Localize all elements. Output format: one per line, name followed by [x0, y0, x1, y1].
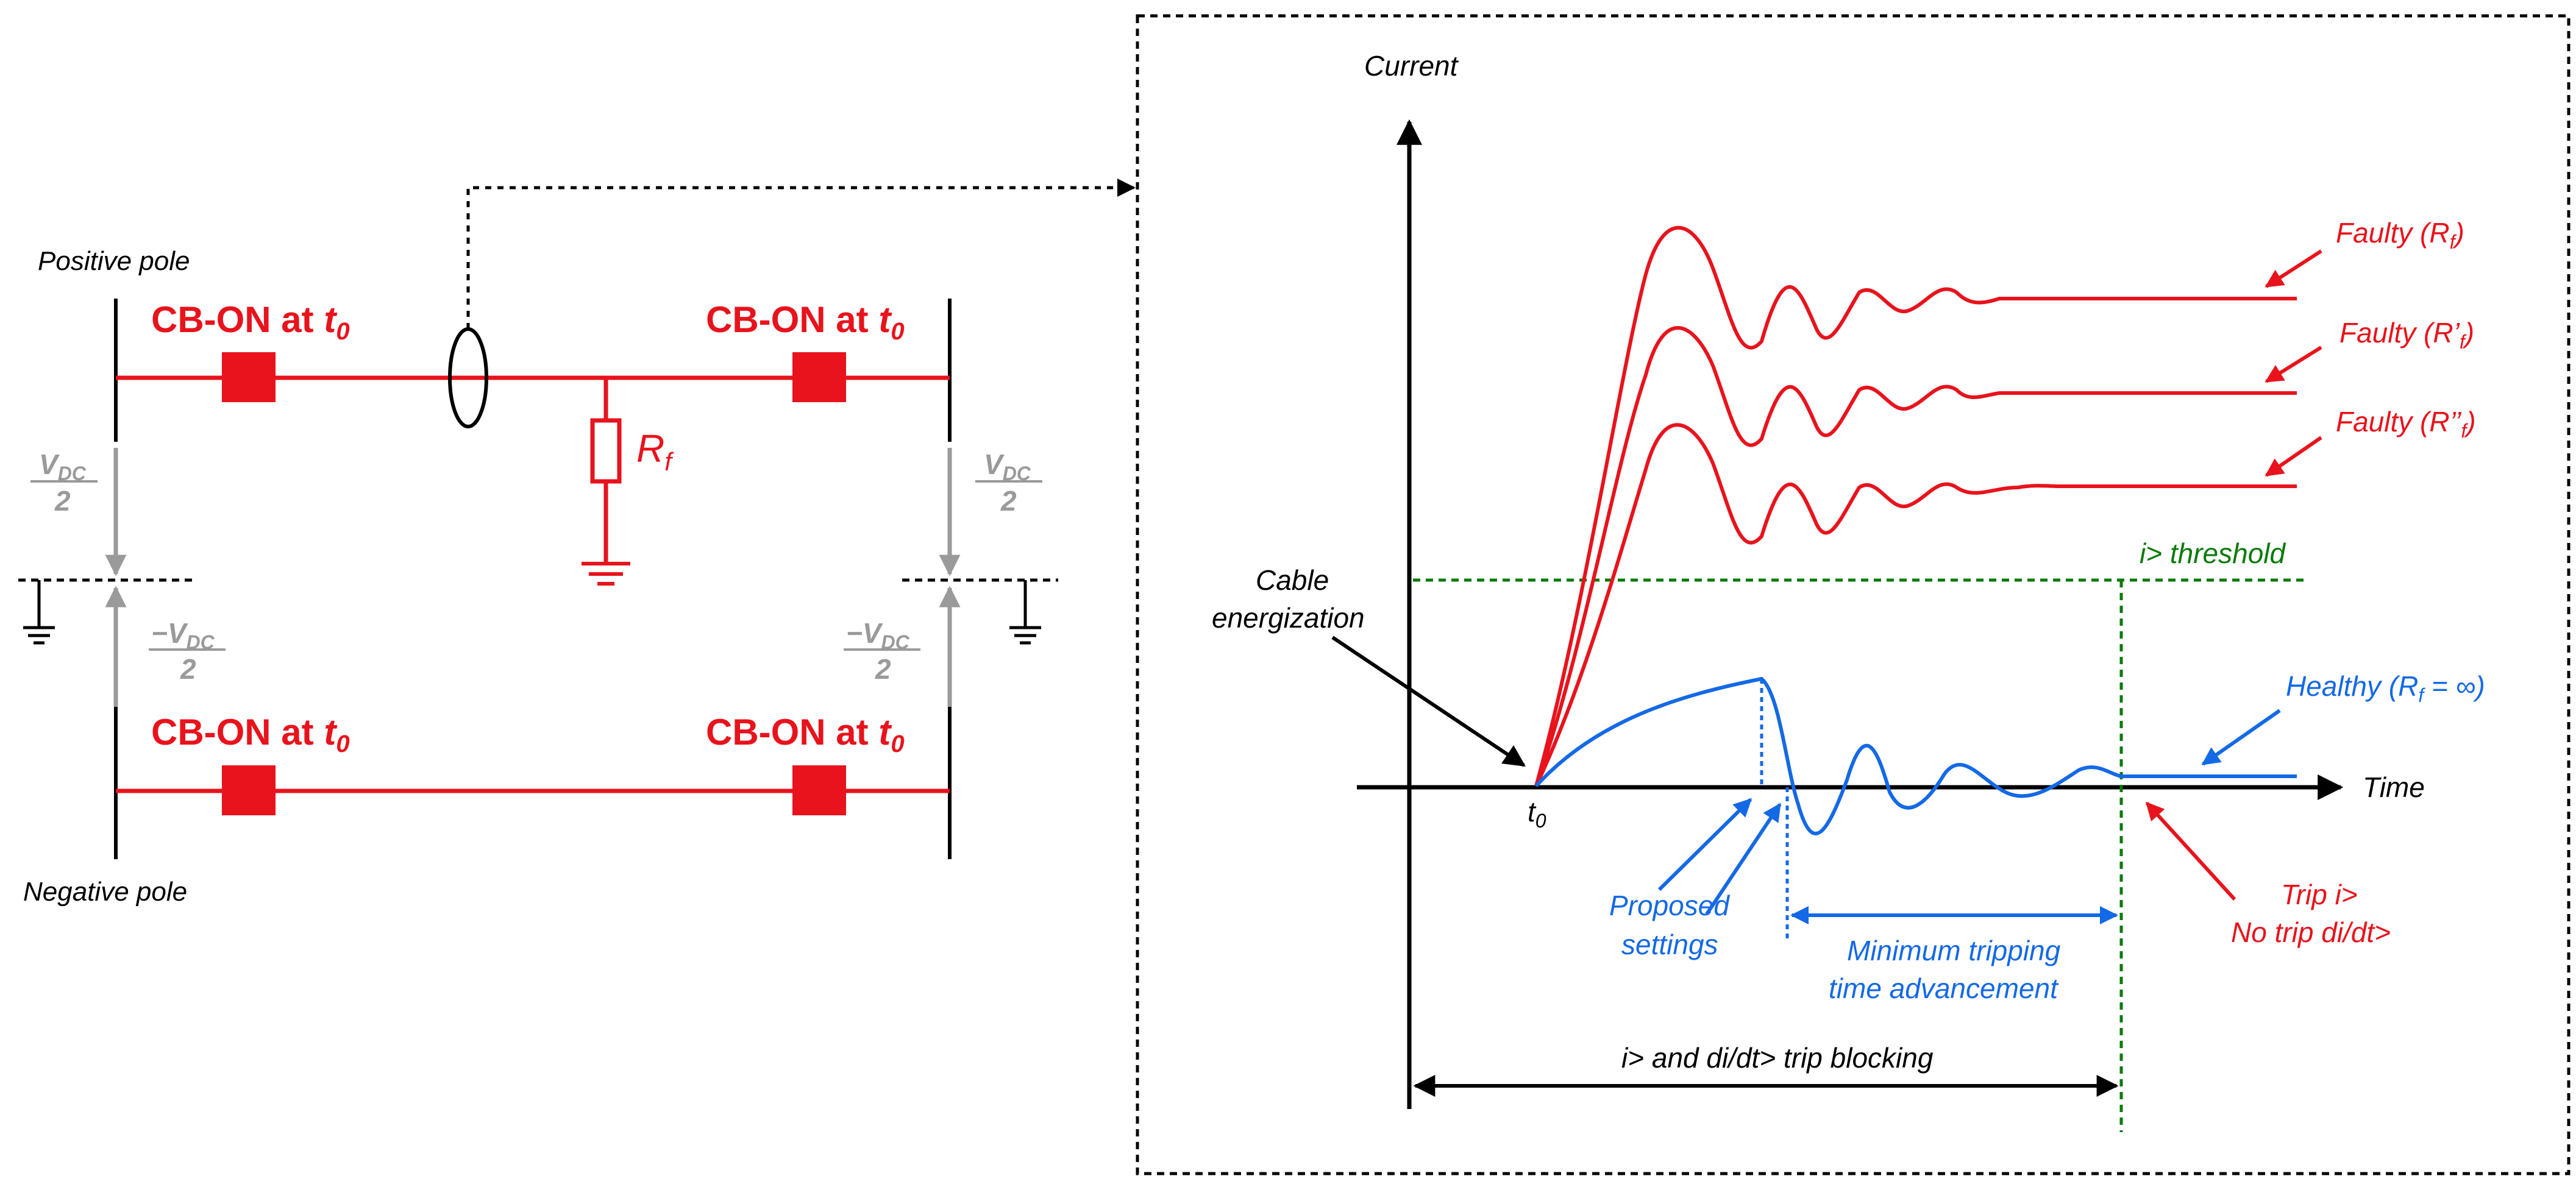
- cable-energization-arrow: [1331, 636, 1526, 767]
- faulty-label-3: Faulty (R’’f): [2336, 406, 2476, 442]
- trip-label-2: No trip di/dt>: [2231, 916, 2391, 948]
- svg-text:2: 2: [1000, 485, 1017, 517]
- faulty-arrow-1: [2265, 249, 2322, 288]
- fault-resistor-label: Rf: [636, 427, 674, 476]
- current-plot: Current Time i> threshold Cable energiza…: [1136, 14, 2571, 1175]
- right-neg-vdc-fraction: −VDC 2: [844, 617, 920, 685]
- breaker-negative-right: [792, 765, 846, 815]
- min-tripping-label-2: time advancement: [1829, 973, 2059, 1004]
- cb-label-pos-right: CB-ON at t0: [706, 299, 905, 345]
- cb-label-neg-right: CB-ON at t0: [706, 712, 905, 757]
- t0-label: t0: [1528, 796, 1546, 832]
- blocking-label: i> and di/dt> trip blocking: [1621, 1042, 1934, 1074]
- svg-text:2: 2: [875, 653, 891, 685]
- cable-energization-label: Cable: [1256, 564, 1329, 596]
- faulty-arrow-3: [2265, 436, 2322, 477]
- breaker-negative-left: [222, 765, 276, 815]
- faulty-curve-1: [1534, 225, 2297, 787]
- faulty-curve-2: [1534, 326, 2297, 787]
- breaker-positive-left: [222, 352, 276, 402]
- healthy-curve: [1534, 676, 2297, 835]
- faulty-curve-3: [1534, 423, 2297, 787]
- fault-ground-icon: [582, 562, 630, 586]
- min-tripping-label-1: Minimum tripping: [1847, 935, 2061, 966]
- positive-pole-label: Positive pole: [38, 246, 190, 276]
- proposed-settings-label-1: Proposed: [1609, 890, 1730, 921]
- right-vdc-fraction: VDC 2: [975, 448, 1042, 517]
- plot-frame: [1136, 14, 2571, 1175]
- cb-label-pos-left: CB-ON at t0: [151, 299, 350, 345]
- left-vdc-fraction: VDC 2: [30, 448, 98, 517]
- healthy-label: Healthy (Rf = ∞): [2286, 670, 2485, 706]
- left-ground-icon: [23, 580, 55, 645]
- fault-resistor: [590, 418, 622, 484]
- breaker-positive-right: [792, 352, 846, 402]
- proposed-settings-label-2: settings: [1621, 929, 1718, 960]
- proposed-arrow-2: [1705, 803, 1782, 915]
- faulty-label-1: Faulty (Rf): [2336, 217, 2464, 253]
- cable-energization-label-2: energization: [1212, 602, 1365, 634]
- trip-arrow: [2145, 801, 2236, 901]
- proposed-arrow-1: [1657, 798, 1752, 891]
- faulty-arrow-2: [2265, 345, 2322, 383]
- svg-text:VDC: VDC: [984, 448, 1031, 484]
- sensor-link: [466, 179, 1136, 329]
- trip-label-1: Trip i>: [2281, 879, 2358, 910]
- faulty-label-2: Faulty (R’f): [2339, 317, 2474, 353]
- svg-text:−VDC: −VDC: [846, 617, 910, 653]
- threshold-label: i> threshold: [2140, 537, 2286, 569]
- svg-text:2: 2: [180, 653, 196, 685]
- svg-text:2: 2: [54, 485, 71, 517]
- left-neg-vdc-fraction: −VDC 2: [149, 617, 226, 685]
- negative-pole-label: Negative pole: [23, 877, 187, 907]
- circuit-diagram: CB-ON at t0 CB-ON at t0 CB-ON at t0 CB-O…: [18, 179, 1136, 907]
- svg-text:VDC: VDC: [39, 448, 87, 484]
- y-axis-label: Current: [1364, 50, 1459, 82]
- svg-text:−VDC: −VDC: [151, 617, 215, 653]
- cb-label-neg-left: CB-ON at t0: [151, 712, 350, 757]
- x-axis-label: Time: [2363, 771, 2425, 803]
- healthy-arrow: [2201, 709, 2281, 766]
- right-ground-icon: [1009, 580, 1041, 645]
